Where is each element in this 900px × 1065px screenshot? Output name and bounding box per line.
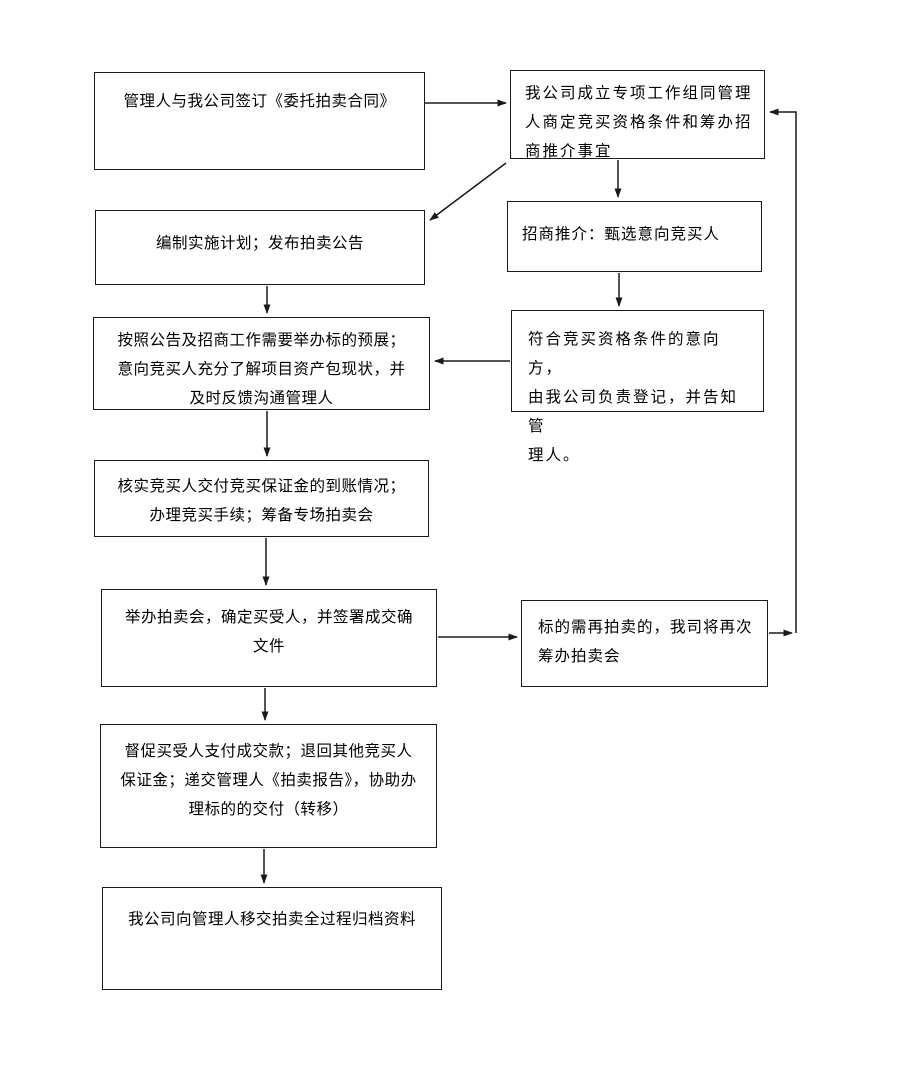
flow-node-plan-announce: 编制实施计划；发布拍卖公告 xyxy=(95,210,425,285)
flow-node-settlement: 督促买受人支付成交款；退回其他竞买人 保证金；递交管理人《拍卖报告》，协助办 理… xyxy=(100,724,437,848)
flow-node-working-group: 我公司成立专项工作组同管理 人商定竞买资格条件和筹办招 商推介事宜 xyxy=(510,70,765,160)
edge-loop-line-to-working-group xyxy=(769,108,797,633)
flow-node-auction: 举办拍卖会，确定买受人，并签署成交确 文件 xyxy=(101,589,437,687)
flow-node-archive: 我公司向管理人移交拍卖全过程归档资料 xyxy=(102,887,442,990)
flow-node-re-auction: 标的需再拍卖的，我司将再次 筹办拍卖会 xyxy=(521,600,768,687)
edge-working-group-to-plan-announce xyxy=(429,162,507,221)
flow-node-promotion: 招商推介：甄选意向竞买人 xyxy=(507,201,762,272)
flow-node-register: 符合竞买资格条件的意向方， 由我公司负责登记，并告知管 理人。 xyxy=(511,310,764,464)
flow-node-sign-contract: 管理人与我公司签订《委托拍卖合同》 xyxy=(94,72,425,170)
flow-node-deposit: 核实竞买人交付竞买保证金的到账情况； 办理竞买手续；筹备专场拍卖会 xyxy=(94,460,429,537)
flow-node-preview: 按照公告及招商工作需要举办标的预展； 意向竞买人充分了解项目资产包现状，并 及时… xyxy=(93,317,430,410)
